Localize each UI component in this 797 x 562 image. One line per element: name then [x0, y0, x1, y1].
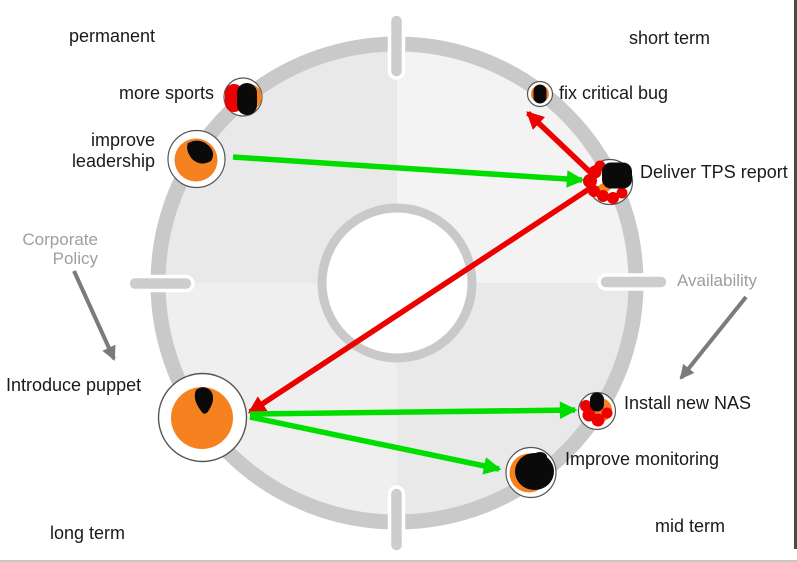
- quadrant-label-short-term: short term: [629, 28, 711, 48]
- node-improve-monitoring[interactable]: [505, 446, 557, 499]
- blob-black: [590, 392, 604, 412]
- node-improve-leadership[interactable]: [167, 129, 226, 189]
- node-label-improve-leadership: improve leadership: [71, 130, 155, 171]
- tick-north: [387, 12, 406, 80]
- quadrant-permanent: [165, 51, 397, 283]
- arrow-tps-to-puppet: [247, 186, 591, 415]
- node-fix-critical-bug[interactable]: [526, 80, 554, 108]
- blob-black: [533, 84, 547, 104]
- blob-black: [187, 140, 214, 164]
- node-introduce-puppet[interactable]: [157, 372, 248, 463]
- node-more-sports[interactable]: [223, 77, 263, 117]
- arrow-tps-to-fix-bug: [526, 111, 592, 174]
- quadrant-mid-term: [397, 283, 629, 515]
- tick-south: [387, 485, 406, 554]
- window-border-right: [794, 0, 797, 549]
- node-label-deliver-tps-report: Deliver TPS report: [640, 162, 788, 182]
- blob-red-cluster: [583, 160, 628, 204]
- tick-east: [597, 273, 670, 291]
- quadrant-label-permanent: permanent: [69, 26, 156, 46]
- arrow-leadership-to-tps: [232, 154, 585, 188]
- radar-ticks: [126, 12, 670, 554]
- arrow-puppet-to-monitoring: [249, 414, 502, 475]
- blob-black: [515, 453, 554, 490]
- radar-center-hole: [317, 203, 477, 363]
- blob-black: [237, 83, 257, 115]
- availability-arrow: [679, 295, 748, 380]
- blob-black: [194, 387, 214, 414]
- node-deliver-tps-report[interactable]: [583, 158, 634, 206]
- annotation-availability: Availability: [677, 271, 758, 290]
- node-label-more-sports: more sports: [118, 83, 214, 103]
- corporate-policy-arrow: [72, 270, 116, 361]
- node-label-install-new-nas: Install new NAS: [624, 393, 752, 413]
- blob-red-cluster: [580, 400, 613, 427]
- node-label-improve-monitoring: Improve monitoring: [565, 449, 720, 469]
- quadrant-label-long-term: long term: [50, 523, 126, 543]
- node-label-fix-critical-bug: fix critical bug: [559, 83, 669, 103]
- quadrant-short-term: [397, 51, 629, 283]
- radar-quadrants: [165, 51, 629, 515]
- blob-black: [602, 162, 632, 189]
- pie-orange: [171, 387, 233, 449]
- node-install-new-nas[interactable]: [577, 391, 617, 431]
- quadrant-label-mid-term: mid term: [655, 516, 726, 536]
- blob-black-bump: [533, 452, 547, 462]
- node-label-introduce-puppet: Introduce puppet: [6, 375, 142, 395]
- arrow-puppet-to-nas: [249, 401, 578, 419]
- dependency-arrows: [232, 111, 592, 475]
- window-border-bottom: [0, 560, 797, 562]
- tick-west: [126, 274, 195, 293]
- quadrant-long-term: [165, 283, 397, 515]
- annotation-corporate-policy: Corporate Policy: [22, 230, 98, 268]
